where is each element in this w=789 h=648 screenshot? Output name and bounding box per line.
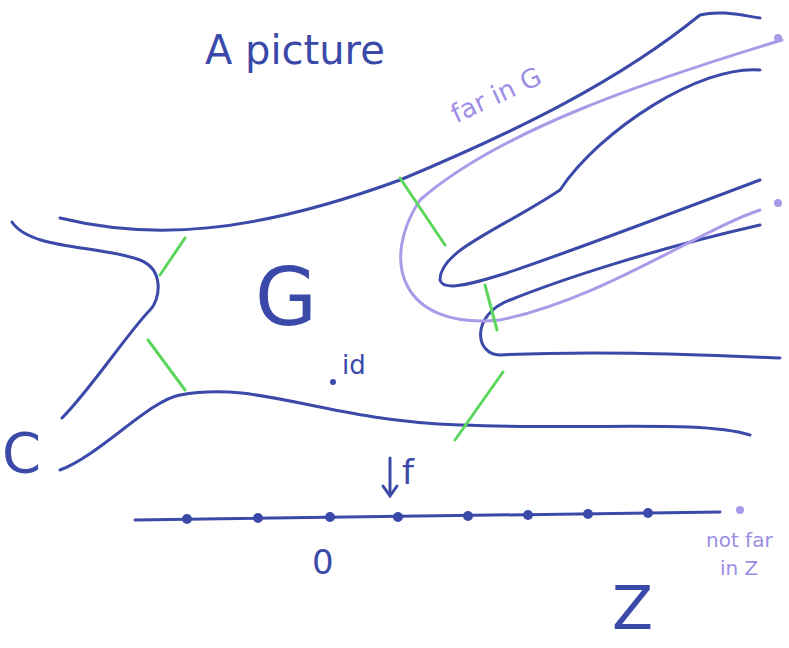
map-label: f: [402, 455, 414, 489]
space-label: C: [2, 425, 41, 481]
origin-label: 0: [312, 545, 334, 579]
point-label: id: [342, 352, 366, 378]
region-note: in Z: [720, 558, 758, 578]
title: A picture: [205, 30, 385, 70]
region-note: far in G: [447, 63, 545, 127]
region-note: not far: [706, 530, 773, 550]
integers-label: Z: [612, 578, 653, 638]
group-label: G: [255, 258, 317, 338]
